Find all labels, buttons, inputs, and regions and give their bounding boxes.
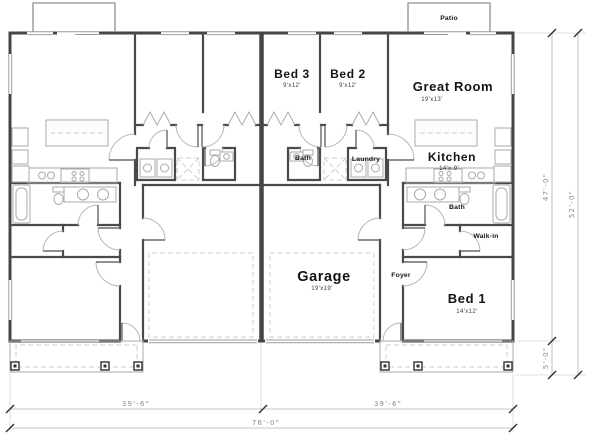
room-label-laundry: Laundry — [352, 156, 380, 163]
dim-label-depth-main: 47'-0" — [542, 173, 550, 201]
room-label-bed2: Bed 2 — [330, 67, 366, 81]
room-label-patio: Patio — [440, 15, 458, 22]
room-size-garage: 19'x19' — [311, 286, 332, 292]
room-size-kitchen: 14'x 9' — [439, 166, 459, 172]
dim-label-depth-total: 52'-0" — [568, 190, 576, 218]
room-label-bed3: Bed 3 — [274, 67, 310, 81]
dimension-lines — [5, 28, 586, 433]
room-label-foyer: Foyer — [391, 272, 411, 279]
unit-right — [261, 1, 518, 374]
room-size-bed1: 14'x12' — [456, 309, 477, 315]
dim-label-right-width: 39'-6" — [374, 400, 402, 408]
dim-label-left-width: 39'-6" — [122, 400, 150, 408]
room-label-kitchen: Kitchen — [428, 150, 476, 164]
unit-left — [5, 1, 262, 374]
dim-label-total-width: 78'-0" — [252, 419, 280, 427]
room-size-bed2: 9'x12' — [339, 83, 357, 89]
room-label-bed1: Bed 1 — [448, 291, 486, 306]
room-label-bath-main: Bath — [449, 204, 465, 211]
room-label-garage: Garage — [297, 269, 351, 285]
room-size-bed3: 9'x12' — [283, 83, 301, 89]
dim-label-porch-depth: 5'-0" — [542, 347, 550, 370]
room-label-walk-in: Walk-in — [473, 233, 498, 240]
room-size-great-room: 19'x13' — [421, 97, 442, 103]
room-label-bath-hall: Bath — [295, 155, 311, 162]
room-label-great-room: Great Room — [413, 79, 493, 94]
labels-layer: Patio Bed 3 9'x12' Bed 2 9'x12' Great Ro… — [122, 15, 576, 427]
